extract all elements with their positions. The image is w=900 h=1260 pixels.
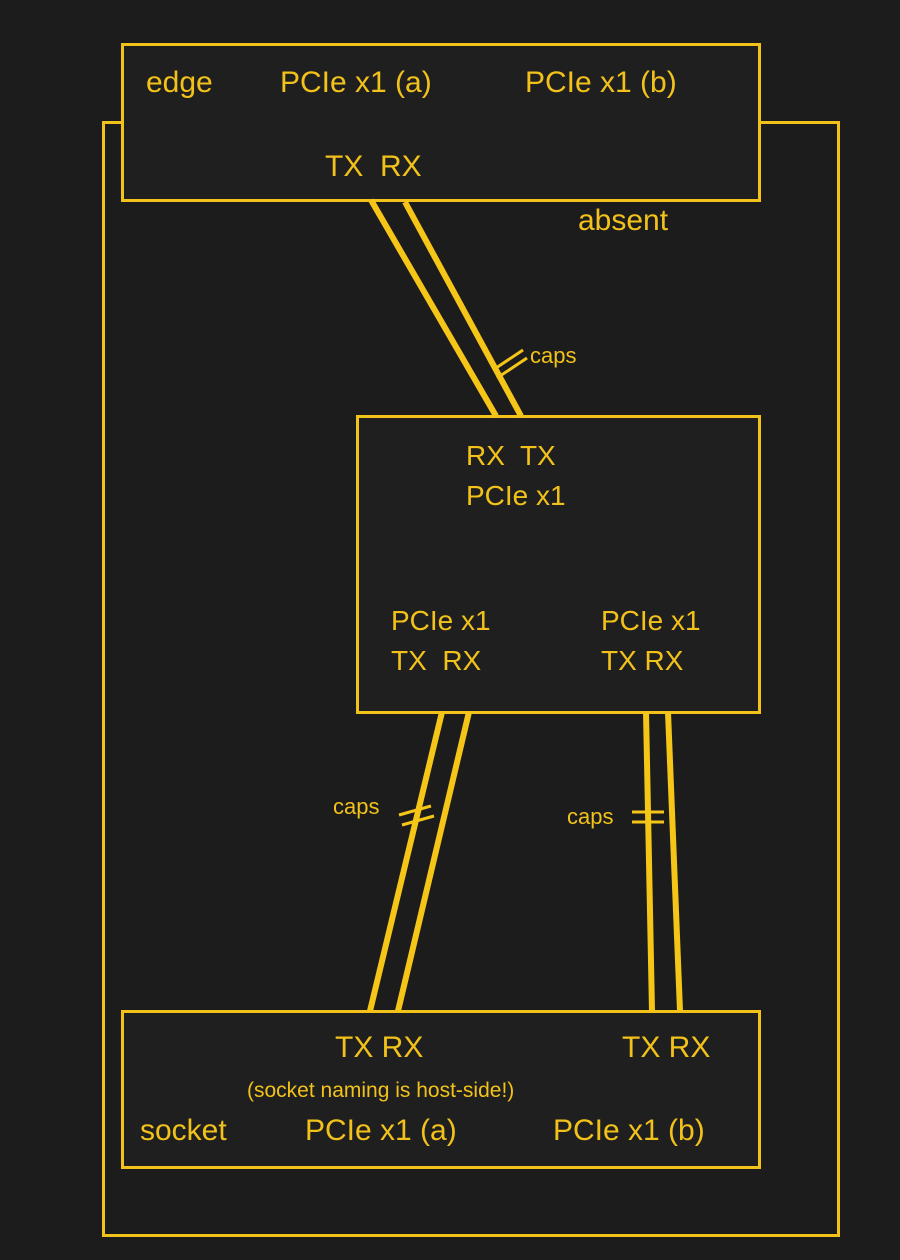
- cable-edge-rx: [402, 200, 524, 418]
- cap-marker-upper-icon: [492, 348, 528, 380]
- middle-top-port-label: PCIe x1: [466, 480, 566, 511]
- cap-marker-lower-right-label: caps: [567, 804, 614, 829]
- cap-marker-lower-left-icon: [398, 804, 435, 827]
- socket-naming-note: (socket naming is host-side!): [247, 1079, 515, 1102]
- socket-box: [121, 1010, 761, 1169]
- cable-right-outer: [665, 711, 683, 1012]
- cap-marker-upper-label: caps: [530, 343, 577, 368]
- middle-adapter-box: [356, 415, 761, 714]
- cap-marker-lower-left-label: caps: [333, 794, 380, 819]
- edge-port-b-label: PCIe x1 (b): [525, 66, 677, 99]
- cable-right-inner: [643, 711, 655, 1012]
- cable-edge-to-middle: [368, 198, 524, 418]
- absent-note-label: absent: [578, 204, 669, 237]
- socket-port-b-label: PCIe x1 (b): [553, 1114, 705, 1147]
- middle-right-signals-label: TX RX: [601, 645, 684, 676]
- middle-top-signals-label: RX TX: [466, 440, 556, 471]
- middle-right-port-label: PCIe x1: [601, 605, 701, 636]
- cable-left-inner: [367, 711, 445, 1012]
- cable-left-outer: [395, 711, 472, 1012]
- middle-left-port-label: PCIe x1: [391, 605, 491, 636]
- edge-port-a-label: PCIe x1 (a): [280, 66, 432, 99]
- edge-box-name-label: edge: [146, 66, 213, 99]
- socket-box-name-label: socket: [140, 1114, 227, 1147]
- edge-signals-label: TX RX: [325, 150, 422, 183]
- socket-right-signals-label: TX RX: [622, 1031, 711, 1064]
- cable-middle-left-to-socket-a: [367, 711, 472, 1012]
- cable-edge-tx: [368, 198, 499, 418]
- socket-port-a-label: PCIe x1 (a): [305, 1114, 457, 1147]
- cable-middle-right-to-socket-b: [643, 711, 683, 1012]
- socket-left-signals-label: TX RX: [335, 1031, 424, 1064]
- edge-box: [121, 43, 761, 202]
- cap-marker-lower-right-icon: [632, 810, 664, 824]
- middle-left-signals-label: TX RX: [391, 645, 482, 676]
